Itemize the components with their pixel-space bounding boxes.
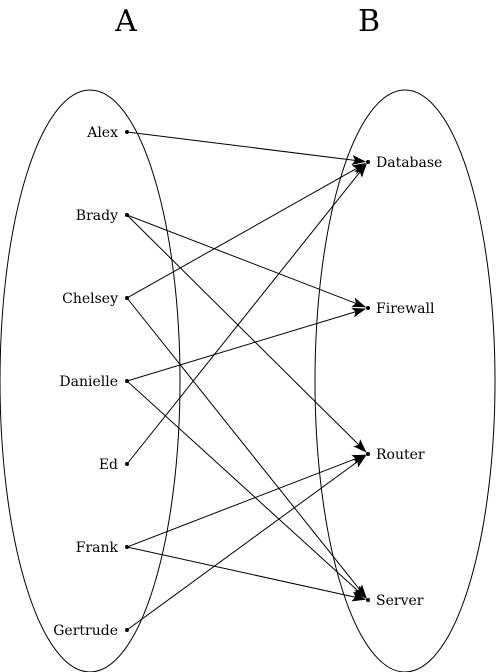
node-label-router: Router [376,447,425,463]
set-a-title: A [114,4,137,39]
node-dot-ed [125,462,129,466]
node-dot-frank [125,545,129,549]
node-label-danielle: Danielle [59,374,118,390]
edges-layer [126,131,367,631]
node-label-brady: Brady [76,208,118,224]
node-label-database: Database [376,155,442,171]
edge-brady-to-router [126,214,367,453]
edge-gertrude-to-router [126,455,367,631]
edge-brady-to-firewall [126,214,367,308]
edge-frank-to-server [126,546,367,602]
node-dot-router [366,452,370,456]
edge-chelsey-to-database [126,162,367,299]
edge-ed-to-database [126,163,367,465]
edge-danielle-to-firewall [126,307,367,382]
node-dot-database [366,160,370,164]
node-dot-firewall [366,306,370,310]
node-label-frank: Frank [76,540,119,556]
node-dot-chelsey [125,296,129,300]
set-b-ellipse [314,89,496,672]
edge-alex-to-database [126,131,367,165]
node-dot-server [366,598,370,602]
node-label-alex: Alex [86,125,118,141]
node-dot-danielle [125,379,129,383]
node-label-server: Server [376,593,424,609]
node-label-ed: Ed [99,457,118,473]
node-dot-gertrude [125,628,129,632]
node-label-chelsey: Chelsey [62,291,118,307]
node-label-gertrude: Gertrude [53,623,118,639]
node-dot-alex [125,130,129,134]
edge-frank-to-router [126,454,367,548]
edge-danielle-to-server [126,380,367,599]
node-label-firewall: Firewall [376,301,435,317]
set-a-ellipse [0,89,181,672]
edge-chelsey-to-server [126,297,367,599]
node-dot-brady [125,213,129,217]
set-b-title: B [358,4,380,39]
